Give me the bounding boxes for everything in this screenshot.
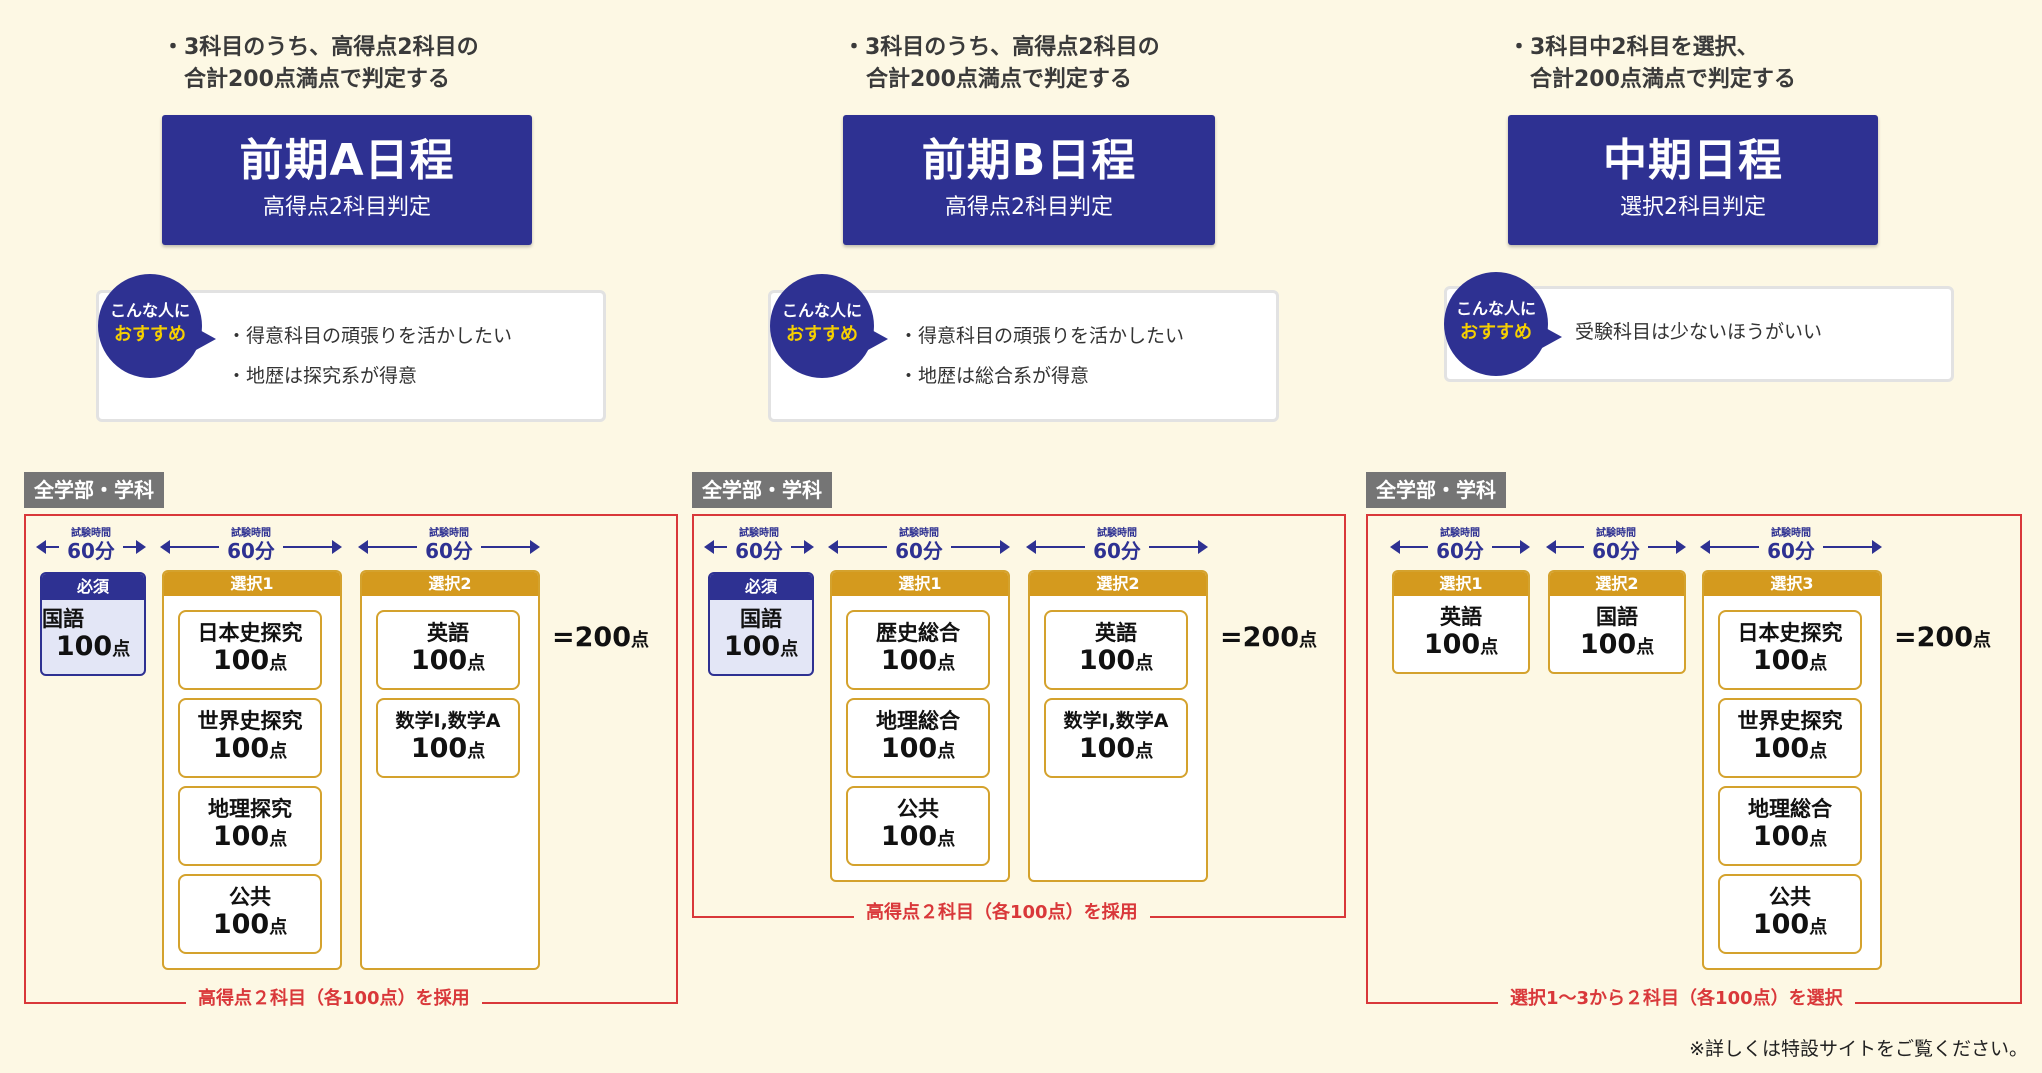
group-header: 選択2 xyxy=(362,572,538,596)
subject-card: 英語 100点 xyxy=(1044,610,1188,690)
subject-card: 日本史探究 100点 xyxy=(1718,610,1862,690)
subject-card: 英語 100点 xyxy=(376,610,520,690)
schedule-b-caption: 高得点２科目（各100点）を採用 xyxy=(854,901,1150,925)
schedule-b-desc-line1: ・3科目のうち、高得点2科目の xyxy=(843,35,1160,60)
required-subject: 国語 xyxy=(42,607,84,631)
schedule-a-desc-line2: 合計200点満点で判定する xyxy=(184,67,450,92)
schedule-b-total: =200点 xyxy=(1220,622,1317,653)
footnote: ※詳しくは特設サイトをご覧ください。 xyxy=(1689,1038,2028,1060)
subject-card: 数学Ⅰ,数学A 100点 xyxy=(1044,698,1188,778)
schedule-a-dept-tag: 全学部・学科 xyxy=(24,472,164,508)
subject-card: 公共 100点 xyxy=(846,786,990,866)
schedule-a-subtitle: 高得点2科目判定 xyxy=(263,195,431,220)
schedule-mid-subtitle: 選択2科目判定 xyxy=(1620,195,1766,220)
subject-card: 日本史探究 100点 xyxy=(178,610,322,690)
schedule-mid-desc-line1: ・3科目中2科目を選択、 xyxy=(1508,35,1759,60)
schedule-b-dept-tag: 全学部・学科 xyxy=(692,472,832,508)
schedule-b-desc-line2: 合計200点満点で判定する xyxy=(866,67,1132,92)
schedule-a-rec-item-1: ・得意科目の頑張りを活かしたい xyxy=(227,325,513,347)
schedule-b-recommend-badge: こんな人に おすすめ xyxy=(770,274,888,378)
schedule-b-required-box: 必須 国語 100点 xyxy=(708,572,814,676)
schedule-mid-title-box: 中期日程 選択2科目判定 xyxy=(1508,115,1878,245)
schedule-b-rec-item-1: ・得意科目の頑張りを活かしたい xyxy=(899,325,1185,347)
required-header: 必須 xyxy=(42,574,144,600)
schedule-mid-rec-item-1: 受験科目は少ないほうがいい xyxy=(1575,321,1823,343)
subject-card: 公共 100点 xyxy=(178,874,322,954)
schedule-mid-group2: 選択2 国語 100点 xyxy=(1548,570,1686,674)
subject-card: 歴史総合 100点 xyxy=(846,610,990,690)
subject-card: 地理総合 100点 xyxy=(846,698,990,778)
schedule-a-desc-line1: ・3科目のうち、高得点2科目の xyxy=(162,35,479,60)
schedule-a-total: =200点 xyxy=(552,622,649,653)
schedule-a-rec-item-2: ・地歴は探究系が得意 xyxy=(227,365,418,387)
subject-card: 地理探究 100点 xyxy=(178,786,322,866)
schedule-a-recommend-badge: こんな人に おすすめ xyxy=(98,274,216,378)
schedule-mid-dept-tag: 全学部・学科 xyxy=(1366,472,1506,508)
badge-line2: おすすめ xyxy=(114,324,186,345)
schedule-a-title-box: 前期A日程 高得点2科目判定 xyxy=(162,115,532,245)
schedule-b-title: 前期B日程 xyxy=(921,135,1137,186)
schedule-mid-desc-line2: 合計200点満点で判定する xyxy=(1530,67,1796,92)
schedule-mid-title: 中期日程 xyxy=(1603,135,1783,186)
schedule-a-caption: 高得点２科目（各100点）を採用 xyxy=(186,987,482,1011)
subject-card: 地理総合 100点 xyxy=(1718,786,1862,866)
schedule-mid-total: =200点 xyxy=(1894,622,1991,653)
subject-card: 世界史探究 100点 xyxy=(1718,698,1862,778)
schedule-b-subtitle: 高得点2科目判定 xyxy=(945,195,1113,220)
badge-line1: こんな人に xyxy=(109,301,190,320)
schedule-b-rec-item-2: ・地歴は総合系が得意 xyxy=(899,365,1090,387)
schedule-mid-recommend-badge: こんな人に おすすめ xyxy=(1444,272,1562,376)
schedule-a-title: 前期A日程 xyxy=(239,135,455,186)
subject-card: 世界史探究 100点 xyxy=(178,698,322,778)
group-header: 選択1 xyxy=(164,572,340,596)
subject-card: 公共 100点 xyxy=(1718,874,1862,954)
schedule-mid-caption: 選択1〜3から２科目（各100点）を選択 xyxy=(1498,987,1855,1011)
schedule-b-title-box: 前期B日程 高得点2科目判定 xyxy=(843,115,1215,245)
schedule-a-required-box: 必須 国語 100点 xyxy=(40,572,146,676)
schedule-mid-group1: 選択1 英語 100点 xyxy=(1392,570,1530,674)
subject-card: 数学Ⅰ,数学A 100点 xyxy=(376,698,520,778)
